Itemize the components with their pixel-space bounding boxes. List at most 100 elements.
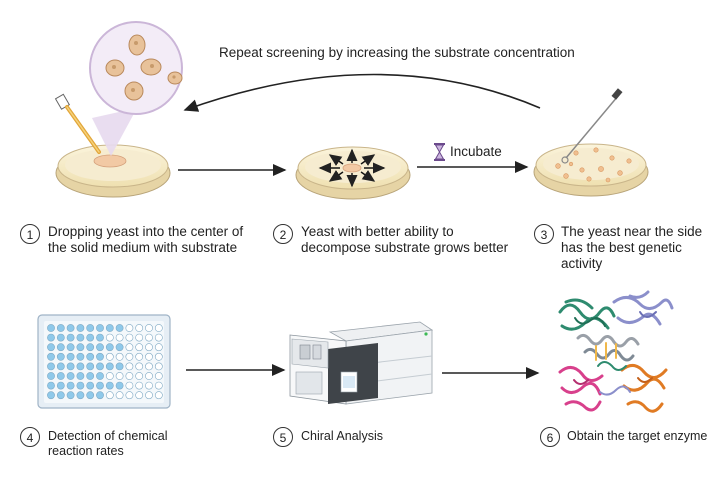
well — [145, 381, 153, 390]
well — [125, 391, 134, 400]
well — [96, 333, 104, 342]
well — [66, 391, 75, 400]
step-3-line-1: The yeast near the side — [561, 224, 703, 239]
inoculation-loop-icon — [561, 88, 623, 164]
petri-dish-1 — [55, 144, 171, 198]
well — [66, 372, 75, 380]
well — [145, 324, 153, 332]
well — [47, 324, 55, 332]
step-1-number: 1 — [20, 224, 40, 244]
well — [86, 324, 95, 332]
well — [86, 352, 95, 361]
repeat-label: Repeat screening by increasing the subst… — [219, 45, 575, 60]
well — [66, 343, 75, 352]
repeat-arrow — [183, 73, 541, 112]
step-3-line-2: has the best genetic — [561, 240, 682, 255]
well — [47, 333, 55, 342]
well — [56, 381, 65, 390]
well — [56, 362, 65, 371]
well — [105, 352, 114, 361]
well — [56, 372, 65, 380]
well — [47, 372, 55, 380]
well — [135, 352, 144, 361]
well — [145, 391, 153, 400]
well — [135, 391, 144, 400]
well — [135, 333, 144, 342]
step-4-line-1: Detection of chemical — [48, 429, 168, 443]
petri-dish-2 — [295, 146, 411, 200]
well — [66, 352, 75, 361]
step-2-number: 2 — [273, 224, 293, 244]
well — [47, 391, 55, 400]
well — [76, 372, 85, 380]
hourglass-icon — [434, 143, 445, 161]
well — [115, 362, 124, 371]
well — [56, 352, 65, 361]
well — [154, 352, 163, 361]
well — [76, 381, 85, 390]
well — [154, 333, 163, 342]
well — [56, 333, 65, 342]
chromatography-instrument-icon — [289, 321, 434, 405]
well — [86, 372, 95, 380]
well — [154, 372, 163, 380]
step-1-text: Dropping yeast into the center of the so… — [48, 224, 243, 256]
well — [66, 324, 75, 332]
well — [76, 333, 85, 342]
well — [105, 324, 114, 332]
step-2-line-1: Yeast with better ability to — [301, 224, 454, 239]
well — [135, 372, 144, 380]
well — [66, 362, 75, 371]
well — [96, 343, 104, 352]
incubate-label: Incubate — [450, 144, 502, 159]
petri-dish-3 — [533, 143, 649, 197]
well — [76, 324, 85, 332]
well — [105, 372, 114, 380]
well — [145, 372, 153, 380]
well — [56, 343, 65, 352]
yeast-cells-icon — [89, 21, 183, 156]
well — [66, 381, 75, 390]
well — [56, 324, 65, 332]
well — [154, 362, 163, 371]
well — [96, 372, 104, 380]
well — [125, 362, 134, 371]
well — [47, 352, 55, 361]
step-5-line-1: Chiral Analysis — [301, 429, 383, 443]
step-6-number: 6 — [540, 427, 560, 447]
well — [145, 352, 153, 361]
well — [105, 381, 114, 390]
enzyme-structure-icon — [558, 290, 674, 413]
step-6-text: Obtain the target enzyme — [567, 429, 707, 444]
step-1-line-2: the solid medium with substrate — [48, 240, 238, 255]
well — [154, 324, 163, 332]
step-3-text: The yeast near the side has the best gen… — [561, 224, 702, 272]
step-2-line-2: decompose substrate grows better — [301, 240, 509, 255]
well — [105, 343, 114, 352]
well — [96, 324, 104, 332]
well — [76, 352, 85, 361]
well — [125, 381, 134, 390]
well — [135, 324, 144, 332]
step-3-line-3: activity — [561, 256, 603, 271]
well — [86, 381, 95, 390]
well — [135, 343, 144, 352]
well — [86, 343, 95, 352]
well — [66, 333, 75, 342]
step-2-text: Yeast with better ability to decompose s… — [301, 224, 508, 256]
well — [115, 391, 124, 400]
step-4-line-2: reaction rates — [48, 444, 124, 458]
well — [105, 333, 114, 342]
well — [96, 391, 104, 400]
well — [96, 362, 104, 371]
well — [47, 362, 55, 371]
well — [154, 391, 163, 400]
step-6-line-1: Obtain the target enzyme — [567, 429, 708, 443]
well — [145, 333, 153, 342]
well — [105, 362, 114, 371]
step-5-text: Chiral Analysis — [301, 429, 383, 444]
well — [115, 372, 124, 380]
step-5-number: 5 — [273, 427, 293, 447]
